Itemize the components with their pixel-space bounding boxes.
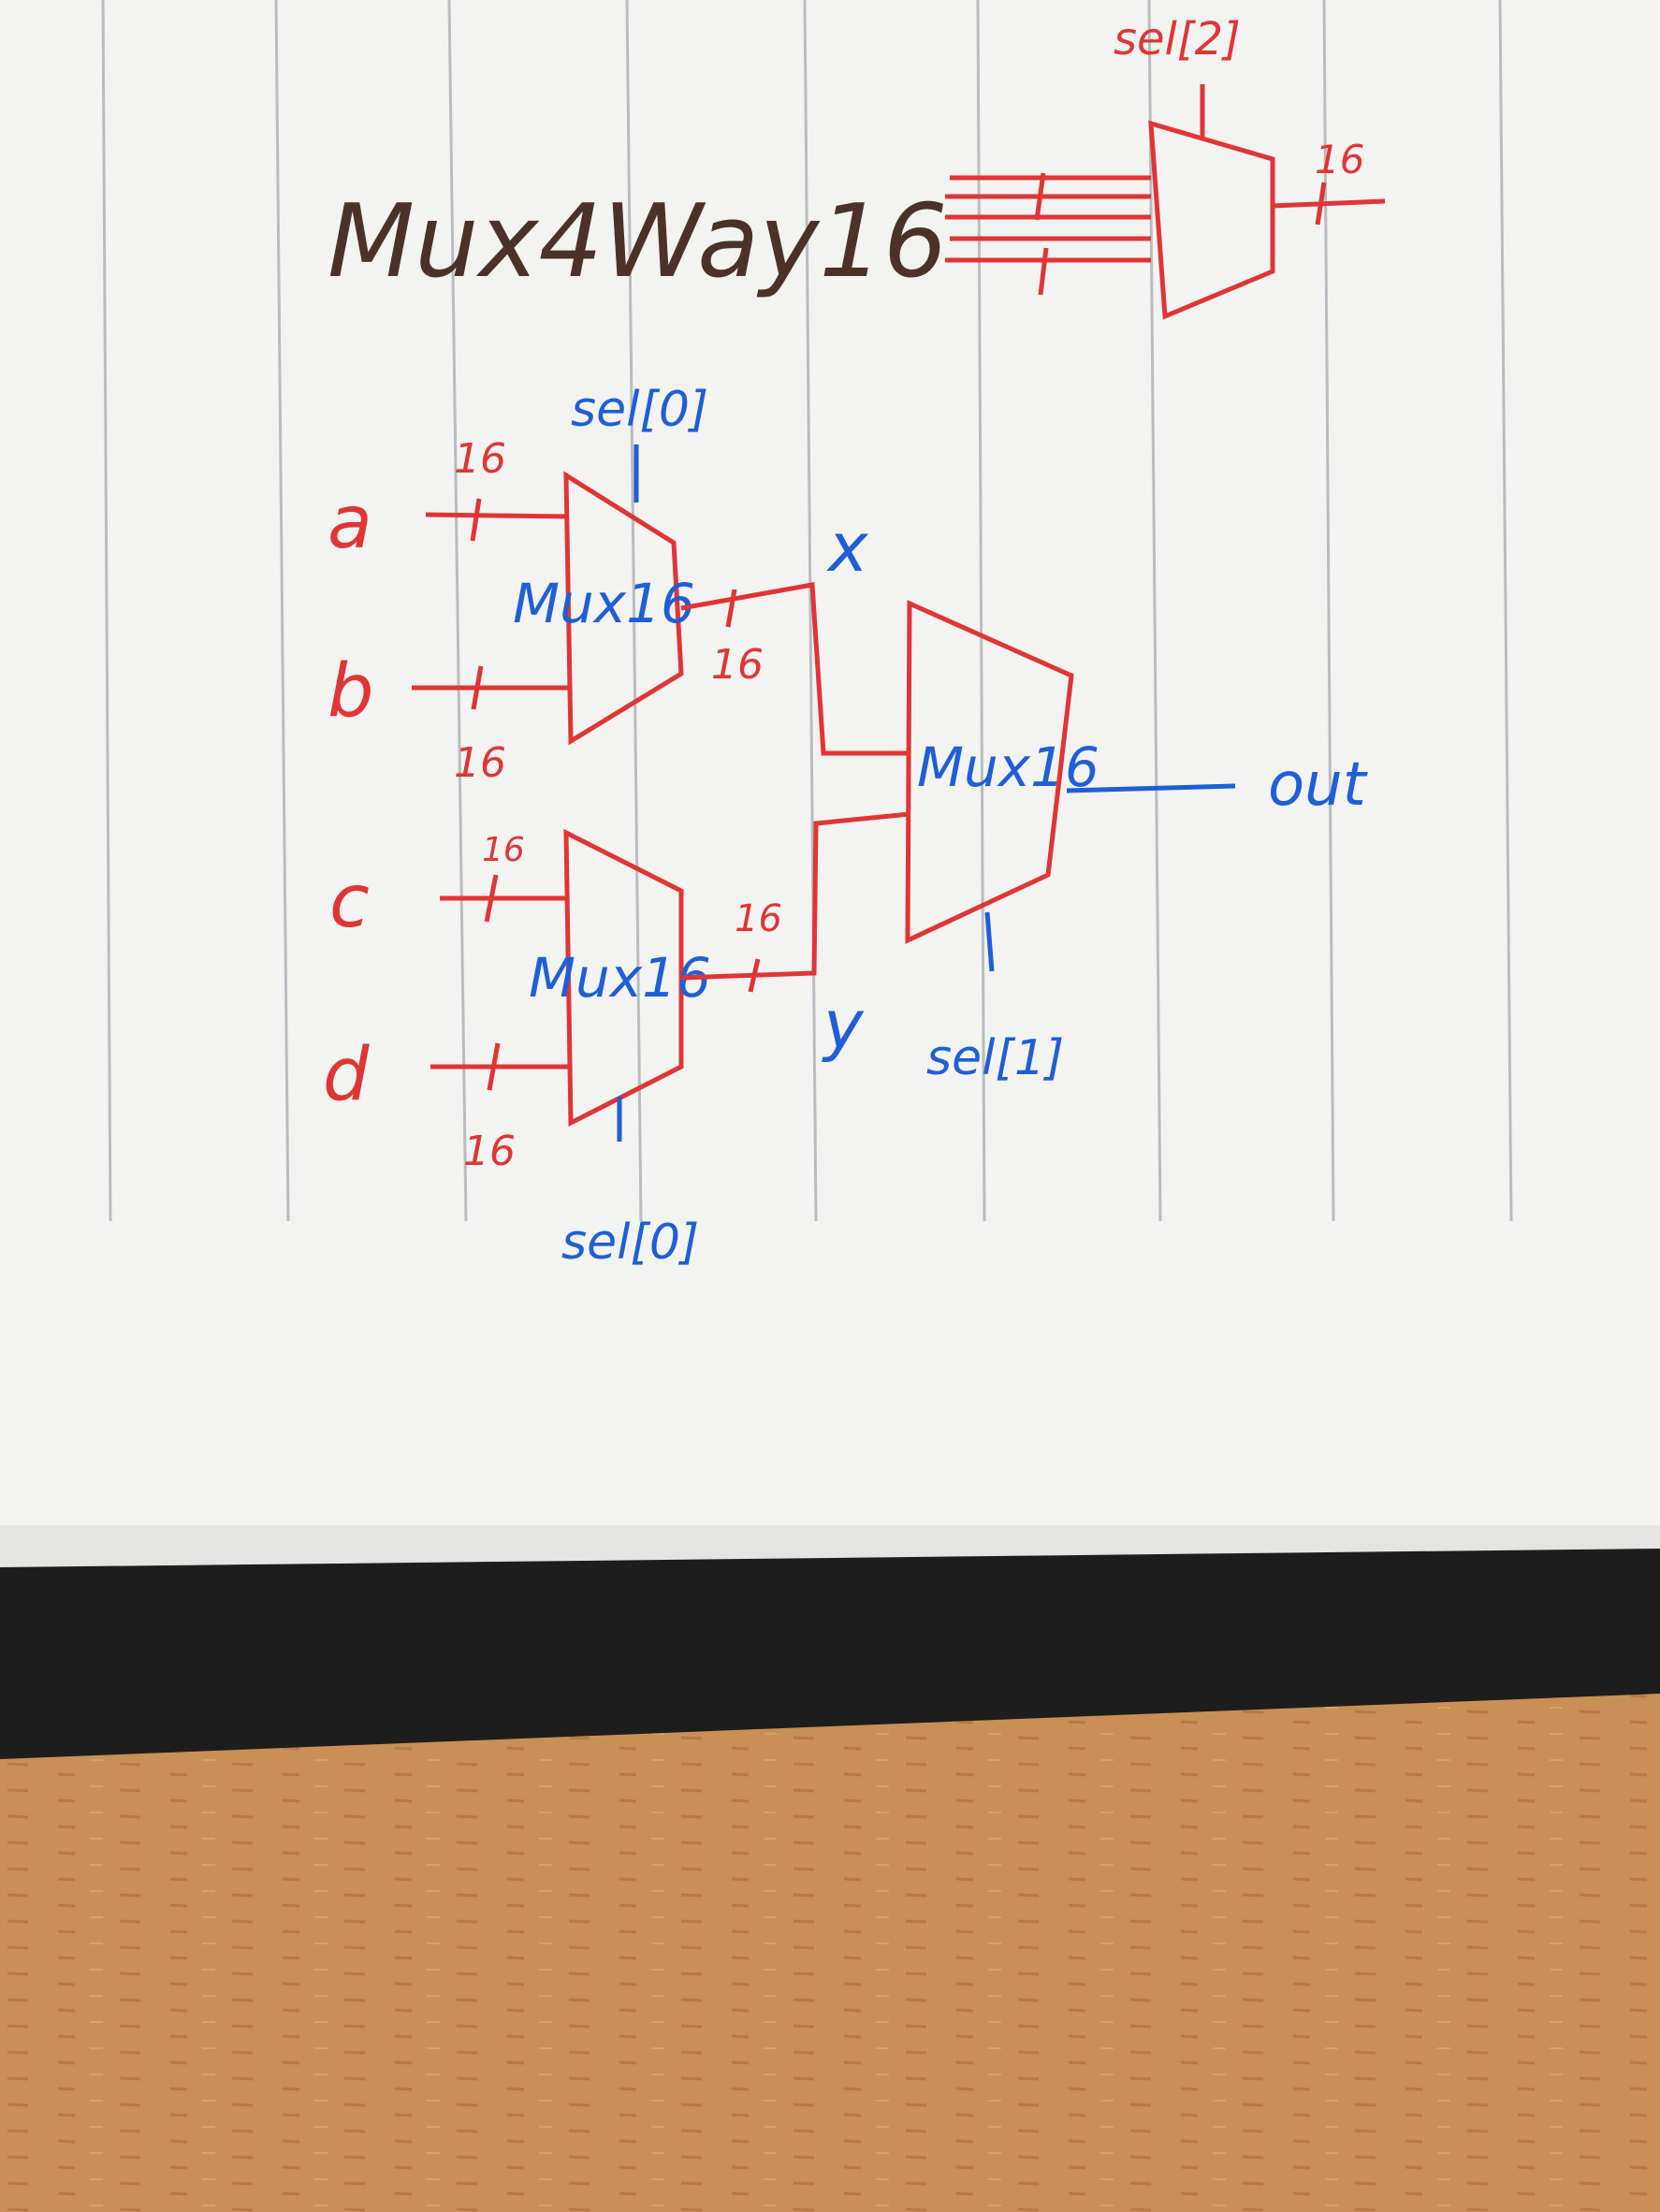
input-wires xyxy=(412,498,570,1091)
sel-top-label: sel[0] xyxy=(571,382,708,438)
mux16-final-shape xyxy=(905,600,1074,944)
width-x-label: 16 xyxy=(711,641,764,689)
width-c-label: 16 xyxy=(482,831,525,869)
internal-wires xyxy=(680,582,910,993)
mux4way16-symbol xyxy=(945,84,1386,320)
width-b-label: 16 xyxy=(454,739,506,787)
input-b-label: b xyxy=(328,649,374,734)
output-wire xyxy=(1066,783,1236,793)
sel-bottom-label: sel[0] xyxy=(561,1215,699,1271)
symbol-sel-label: sel[2] xyxy=(1114,13,1241,65)
signal-x-label: x xyxy=(826,508,869,587)
mux16-top-shape xyxy=(563,471,684,746)
input-a-label: a xyxy=(328,481,372,565)
mux16-bottom-shape xyxy=(563,828,684,1128)
desk-surface xyxy=(0,1684,1660,2212)
width-y-label: 16 xyxy=(735,897,782,940)
signal-y-label: y xyxy=(822,985,865,1064)
input-c-label: c xyxy=(329,860,370,944)
width-a-label: 16 xyxy=(454,435,506,483)
notebook-cover xyxy=(0,1535,1660,1759)
mux16-bottom-label: Mux16 xyxy=(529,946,711,1010)
symbol-width-label: 16 xyxy=(1315,137,1364,182)
input-d-label: d xyxy=(323,1033,370,1117)
sel-final-line xyxy=(984,911,995,972)
sel-final-label: sel[1] xyxy=(926,1030,1064,1086)
width-d-label: 16 xyxy=(463,1128,516,1175)
paper-page xyxy=(0,0,1660,1525)
diagram-title: Mux4Way16 xyxy=(328,183,948,300)
mux16-top-label: Mux16 xyxy=(513,572,695,635)
output-out-label: out xyxy=(1268,750,1369,820)
